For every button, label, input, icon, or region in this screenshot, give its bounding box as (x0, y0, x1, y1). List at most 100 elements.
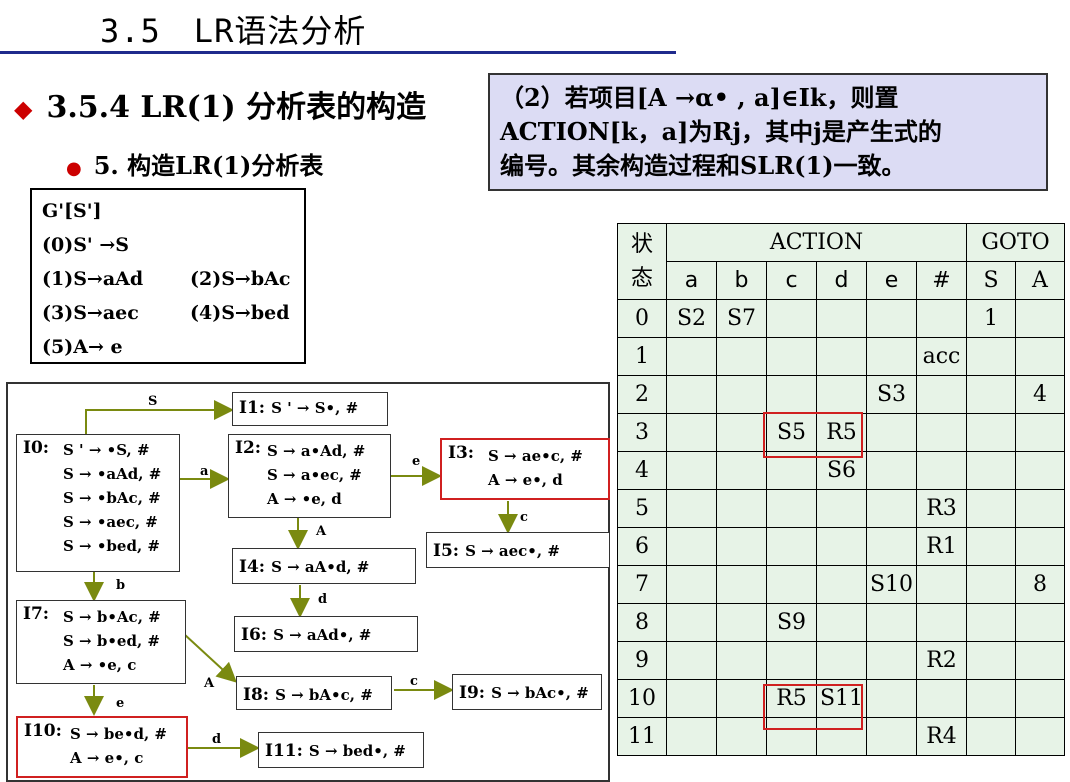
state-label: I11: (265, 741, 303, 761)
table-row: 6 R1 (617, 527, 1065, 566)
lr-item: S → •aec, # (63, 513, 158, 531)
table-cell (766, 375, 817, 414)
state-label: I4: (239, 557, 266, 577)
table-cell (716, 489, 767, 528)
state-items: S → a•Ad, # S → a•ec, # A → •e, d (267, 439, 365, 511)
table-cell (816, 489, 867, 528)
state-column-header: 状态 (617, 223, 667, 300)
state-items: S → ae•c, # A → e•, d (488, 444, 583, 492)
table-cell (1015, 527, 1065, 566)
table-cell (866, 603, 917, 642)
automaton-arrows (84, 400, 518, 758)
state-label: I1: (239, 398, 266, 418)
state-number-cell: 6 (617, 527, 667, 566)
table-cell (966, 565, 1016, 604)
lr-item: S → ae•c, # (488, 447, 583, 465)
table-cell (816, 375, 867, 414)
production: G'[S'] (42, 200, 102, 222)
state-number-cell: 3 (617, 413, 667, 452)
state-number-cell: 11 (617, 717, 667, 756)
table-cell (666, 451, 717, 490)
lr-item: S → bed•, # (308, 742, 406, 760)
lr-item: S → bAc•, # (491, 684, 589, 702)
lr-item: S → a•ec, # (267, 466, 362, 484)
table-cell (966, 451, 1016, 490)
table-cell (916, 679, 967, 718)
table-cell (816, 565, 867, 604)
table-cell (866, 717, 917, 756)
state-I8: I8:S → bA•c, # (236, 676, 392, 710)
lr-item: S → •aAd, # (63, 465, 162, 483)
edge-label: e (412, 454, 421, 469)
production: (0)S' →S (42, 234, 129, 256)
table-cell (766, 337, 817, 376)
table-cell (866, 527, 917, 566)
lr-item: A → •e, c (63, 656, 137, 674)
table-cell (966, 489, 1016, 528)
state-label: I7: (23, 604, 50, 624)
state-I6: I6: S → aAd•, # (234, 616, 418, 652)
table-cell (866, 299, 917, 338)
state-I3: I3: S → ae•c, # A → e•, d (440, 438, 610, 500)
note-line: （2）若项目[A →α• , a]∈Ik，则置 (500, 83, 899, 112)
table-cell (966, 337, 1016, 376)
table-cell (866, 641, 917, 680)
edge-label: A (316, 524, 327, 539)
table-cell (966, 603, 1016, 642)
table-cell (916, 299, 967, 338)
table-cell (1015, 679, 1065, 718)
state-number-cell: 2 (617, 375, 667, 414)
table-cell (1015, 489, 1065, 528)
table-cell (966, 717, 1016, 756)
state-I9: I9:S → bAc•, # (452, 674, 602, 710)
table-cell (666, 565, 717, 604)
state-I7: I7: S → b•Ac, # S → b•ed, # A → •e, c (16, 600, 186, 684)
table-cell (916, 565, 967, 604)
page-title: 3.5 LR语法分析 (100, 12, 367, 50)
state-I10: I10: S → be•d, # A → e•, c (16, 716, 188, 778)
edge-I7-I8 (183, 633, 237, 683)
state-number-cell: 9 (617, 641, 667, 680)
section-heading-text: 3.5.4 LR(1) 分析表的构造 (46, 90, 427, 125)
lr-item: A → e•, d (488, 471, 563, 489)
table-cell (816, 641, 867, 680)
table-cell (866, 489, 917, 528)
table-cell (1015, 451, 1065, 490)
table-cell (866, 451, 917, 490)
table-cell (816, 603, 867, 642)
table-cell (766, 489, 817, 528)
table-cell: 1 (966, 299, 1016, 338)
table-cell (816, 527, 867, 566)
section-heading: ◆3.5.4 LR(1) 分析表的构造 (14, 82, 426, 126)
table-row: 11 R4 (617, 717, 1065, 756)
edge-I0-I1 (85, 400, 234, 434)
state-label: I6: (241, 625, 268, 645)
table-cell: R1 (916, 527, 967, 566)
table-cell (916, 603, 967, 642)
production: (5)A→ e (42, 336, 123, 358)
table-cell (916, 413, 967, 452)
table-cell: R4 (916, 717, 967, 756)
state-number-cell: 5 (617, 489, 667, 528)
edge-label: d (212, 732, 222, 747)
lr-item: S → aec•, # (465, 542, 560, 560)
lr-item: S → b•ed, # (63, 632, 160, 650)
table-cell (816, 717, 867, 756)
action-header: ACTION (666, 223, 967, 262)
lr-item: S → aAd•, # (273, 626, 372, 644)
edge-label: d (318, 592, 328, 607)
table-cell (716, 413, 767, 452)
table-cell (716, 527, 767, 566)
title-rule (0, 51, 676, 54)
table-cell: S5 (766, 413, 817, 452)
note-line: ACTION[k，a]为Rj，其中j是产生式的 (500, 117, 942, 146)
state-label: I3: (448, 443, 475, 463)
grammar-row: (1)S→aAd(2)S→bAc (42, 262, 294, 296)
state-number-cell: 10 (617, 679, 667, 718)
